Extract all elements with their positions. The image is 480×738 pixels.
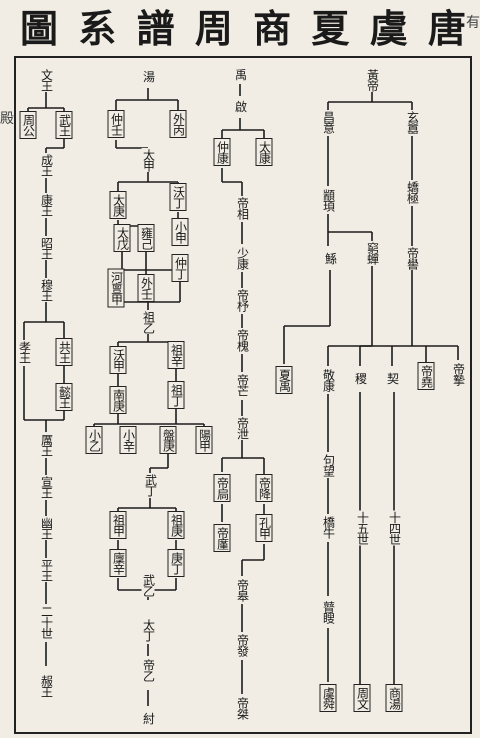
ruler-tangyu-xie: 契	[385, 371, 400, 385]
ruler-shang-taijia: 太甲	[141, 148, 156, 172]
ruler-zhou-ershishi: 二十世	[39, 604, 54, 640]
ruler-xia-fa: 帝發	[235, 633, 250, 657]
ruler-zhou-xuanwang: 宣王	[39, 475, 54, 499]
ruler-zhou-gongwang: 共王	[55, 338, 73, 366]
edge-char-right: 有	[466, 15, 480, 31]
ruler-tangyu-yu: 夏禹	[275, 366, 293, 394]
ruler-tangyu-xuanxiao: 玄囂	[405, 110, 420, 134]
ruler-tangyu-gusou: 瞽瞍	[321, 600, 336, 624]
ruler-shang-pangeng: 盤庚	[159, 426, 177, 454]
ruler-shang-woding: 沃丁	[169, 183, 187, 211]
title-char-xi: 系	[78, 6, 117, 51]
ruler-xia-xie: 帝泄	[235, 416, 250, 440]
ruler-zhou-kangwang: 康王	[39, 193, 54, 217]
ruler-xia-kongjia: 孔甲	[255, 514, 273, 542]
ruler-zhou-wuwang: 武王	[55, 111, 73, 139]
title-char-pu: 譜	[136, 6, 175, 51]
ruler-tangyu-huangdi: 黃帝	[365, 68, 380, 92]
ruler-zhou-wenwang: 文王	[39, 68, 54, 92]
ruler-shang-hedanjia: 河亶甲	[107, 268, 125, 308]
ruler-zhou-chengwang: 成王	[39, 153, 54, 177]
ruler-shang-nangeng: 南庚	[109, 386, 127, 414]
ruler-shang-zhou: 紂	[141, 711, 156, 725]
ruler-shang-zuding: 祖丁	[167, 381, 185, 409]
edge-char-left: 殿	[0, 111, 14, 127]
ruler-tangyu-yushun: 虞舜	[319, 684, 337, 712]
ruler-zhou-xiaowang: 孝王	[17, 340, 32, 364]
ruler-xia-yu: 禹	[233, 67, 248, 81]
ruler-shang-zhongren: 仲壬	[107, 110, 125, 138]
ruler-zhou-jiangwang: 赧王	[39, 674, 54, 698]
ruler-shang-zugeng: 祖庚	[167, 511, 185, 539]
ruler-zhou-yiwang: 懿王	[55, 383, 73, 411]
ruler-tangyu-qiaoniu: 橋牛	[321, 515, 336, 539]
ruler-tangyu-zhuanxu: 顓頊	[321, 188, 336, 212]
ruler-zhou-zhaowang: 昭王	[39, 236, 54, 260]
title-char-xia: 夏	[311, 6, 350, 51]
title-char-yu: 虞	[369, 6, 408, 51]
ruler-tangyu-ji: 稷	[353, 371, 368, 385]
ruler-xia-zhu: 帝杼	[235, 288, 250, 312]
ruler-tangyu-diku: 帝嚳	[405, 246, 420, 270]
ruler-tangyu-gun: 鯀	[323, 251, 338, 265]
ruler-shang-taigeng: 太庚	[109, 191, 127, 219]
ruler-shang-wuding: 武丁	[143, 473, 158, 497]
ruler-shang-waiyi: 外壬	[137, 274, 155, 302]
title-char-shang: 商	[253, 6, 292, 51]
ruler-shang-taiding: 太丁	[141, 618, 156, 642]
ruler-shang-taiwu: 太戊	[113, 224, 131, 252]
ruler-xia-qi: 啟	[233, 99, 248, 113]
ruler-xia-jiong: 帝扃	[213, 474, 231, 502]
ruler-shang-zuxin: 祖辛	[167, 341, 185, 369]
ruler-shang-yangjia: 陽甲	[195, 426, 213, 454]
ruler-zhou-pingwang: 平王	[39, 558, 54, 582]
ruler-shang-wuyi: 武乙	[141, 573, 156, 597]
ruler-tangyu-shangtang: 商湯	[385, 684, 403, 712]
ruler-shang-diyi: 帝乙	[141, 658, 156, 682]
page-frame	[14, 56, 472, 734]
ruler-shang-xiaoyi: 小乙	[85, 426, 103, 454]
ruler-zhou-liwang: 厲王	[39, 433, 54, 457]
ruler-xia-shaokang: 少康	[235, 246, 250, 270]
ruler-zhou-zhougong: 周公	[19, 111, 37, 139]
ruler-xia-xiang: 帝相	[235, 196, 250, 220]
ruler-shang-waibing: 外丙	[169, 110, 187, 138]
ruler-shang-xiaojia: 小甲	[171, 218, 189, 246]
ruler-tangyu-changyi: 昌意	[321, 110, 336, 134]
ruler-shang-zhongding: 仲丁	[171, 254, 189, 282]
ruler-shang-zujia: 祖甲	[109, 511, 127, 539]
ruler-xia-jie: 帝桀	[235, 696, 250, 720]
ruler-tangyu-juwang: 句望	[321, 453, 336, 477]
ruler-shang-zuyi: 祖乙	[141, 310, 156, 334]
ruler-xia-huai: 帝槐	[235, 328, 250, 352]
ruler-xia-bujiang: 帝降	[255, 474, 273, 502]
ruler-tangyu-jingkang: 敬康	[321, 368, 336, 392]
title-char-zhou: 周	[194, 6, 233, 51]
ruler-zhou-youwang: 幽王	[39, 516, 54, 540]
ruler-xia-mang: 帝芒	[235, 373, 250, 397]
ruler-xia-taikang: 太康	[255, 138, 273, 166]
ruler-tangyu-zhouwen: 周文	[353, 684, 371, 712]
ruler-tangyu-zhi: 帝摯	[451, 362, 466, 386]
ruler-shang-yongji: 雍己	[137, 224, 155, 252]
ruler-shang-gengding: 庚丁	[167, 549, 185, 577]
title-banner: 圖 系 譜 周 商 夏 虞 唐	[14, 4, 472, 54]
ruler-zhou-muwang: 穆王	[39, 278, 54, 302]
ruler-xia-jin: 帝廑	[213, 524, 231, 552]
ruler-tangyu-shiwushi: 十五世	[355, 510, 370, 546]
title-char-tu: 圖	[20, 6, 59, 51]
ruler-shang-xiaoxin: 小辛	[119, 426, 137, 454]
ruler-tangyu-shisishi: 十四世	[387, 510, 402, 546]
title-char-tang: 唐	[427, 6, 466, 51]
ruler-shang-tang: 湯	[141, 69, 156, 83]
ruler-shang-lingxin: 廩辛	[109, 549, 127, 577]
ruler-xia-gao: 帝皋	[235, 578, 250, 602]
ruler-tangyu-yao: 帝堯	[417, 362, 435, 390]
ruler-xia-zhongkang: 仲康	[213, 138, 231, 166]
ruler-tangyu-jiaoji: 蟜極	[405, 180, 420, 204]
ruler-shang-wojia: 沃甲	[109, 346, 127, 374]
ruler-tangyu-qiongchan: 窮蟬	[365, 241, 380, 265]
